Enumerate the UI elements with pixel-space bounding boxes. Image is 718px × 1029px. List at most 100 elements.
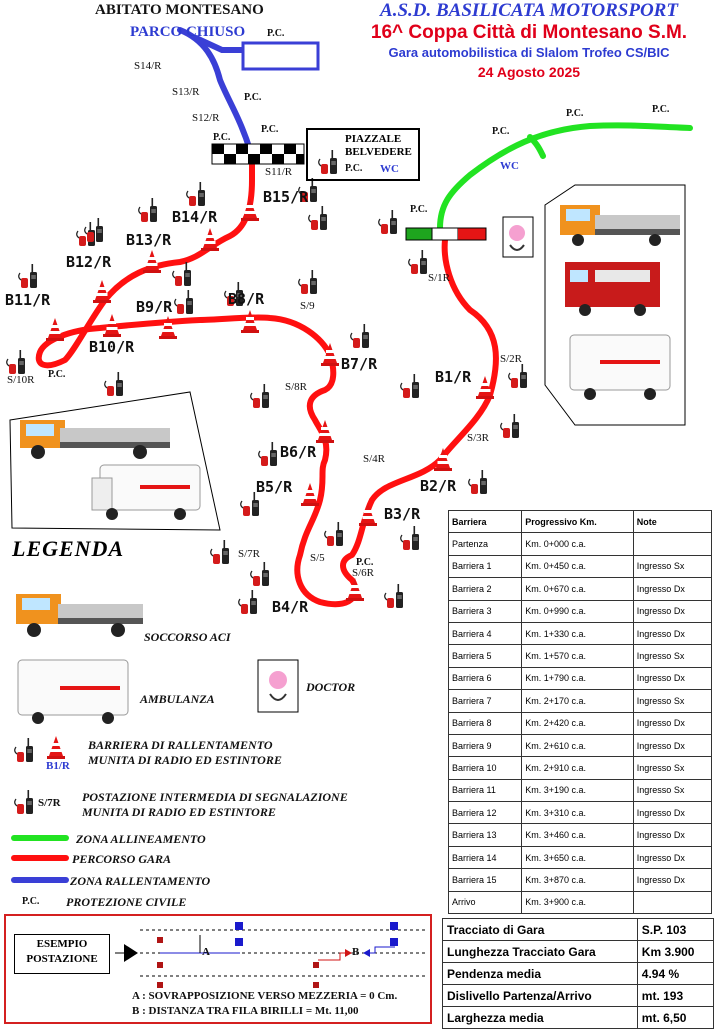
station-label-s14: S14/R <box>134 60 162 72</box>
doctor-icon-map <box>502 216 534 258</box>
barrier-label-b7: B7/R <box>341 355 378 373</box>
table-cell: Km. 0+990 c.a. <box>521 599 634 623</box>
station-label-s4: S/4R <box>363 453 386 465</box>
legend-doctor: DOCTOR <box>306 680 356 694</box>
table-cell: Arrivo <box>447 890 523 915</box>
barrier-label-b14: B14/R <box>172 208 218 226</box>
info-cell: Pendenza media <box>442 962 638 985</box>
table-cell: Ingresso Sx <box>632 689 713 713</box>
barrier-label-b2: B2/R <box>420 477 457 495</box>
pc-label: P.C. <box>48 369 66 380</box>
table-cell: Barriera 4 <box>447 621 523 646</box>
race-route <box>35 147 499 608</box>
barrier-label-b12: B12/R <box>66 253 112 271</box>
ambulance-illustration <box>91 464 201 520</box>
table-cell: Barriera 15 <box>447 868 523 892</box>
legend-postazione-tag: S/7R <box>38 797 61 809</box>
pc-label: P.C. <box>566 108 584 119</box>
table-cell: Km. 1+330 c.a. <box>521 621 634 646</box>
table-cell: Km. 3+650 c.a. <box>521 845 634 870</box>
station-label-s8: S/8R <box>285 381 308 393</box>
table-cell: Barriera 5 <box>447 644 523 668</box>
wc-label: WC <box>380 163 399 175</box>
table-cell: Km. 0+450 c.a. <box>521 554 634 579</box>
table-cell: Km. 3+870 c.a. <box>521 868 634 892</box>
barrier-label-b1: B1/R <box>435 368 472 386</box>
info-cell: Larghezza media <box>442 1006 638 1029</box>
abitato-label: ABITATO MONTESANO <box>95 2 264 18</box>
table-cell: Barriera 13 <box>447 823 523 847</box>
legend-title: LEGENDA <box>12 536 125 561</box>
table-cell: Ingresso Dx <box>632 868 713 892</box>
barrier-label-b9: B9/R <box>136 298 173 316</box>
table-cell: Barriera 9 <box>447 733 523 758</box>
table-cell: Km. 2+610 c.a. <box>521 733 634 758</box>
table-cell: Barriera 7 <box>447 689 523 713</box>
table-cell: Barriera 2 <box>447 577 523 601</box>
info-cell: Tracciato di Gara <box>442 918 638 941</box>
table-cell: Km. 3+900 c.a. <box>521 890 634 915</box>
table-cell: Ingresso Dx <box>632 621 713 646</box>
table-cell: Km. 1+790 c.a. <box>521 666 634 691</box>
table-cell: Ingresso Dx <box>632 599 713 623</box>
example-a-label: A <box>202 946 210 958</box>
table-cell: Barriera 14 <box>447 845 523 870</box>
table-cell: Barriera 11 <box>447 778 523 803</box>
legend-pc: P.C. <box>22 896 40 907</box>
station-label-s2: S/2R <box>500 353 523 365</box>
table-cell: Ingresso Dx <box>632 823 713 847</box>
table-cell: Ingresso Dx <box>632 577 713 601</box>
table-cell: Barriera 10 <box>447 756 523 780</box>
info-cell: S.P. 103 <box>636 918 715 941</box>
legend-doctor-icon <box>257 659 299 713</box>
example-note-b: B : DISTANZA TRA FILA BIRILLI = Mt. 11,0… <box>132 1005 359 1017</box>
info-cell: mt. 6,50 <box>636 1006 715 1029</box>
table-cell: Km. 0+670 c.a. <box>521 577 634 601</box>
barrier-label-b8: B8/R <box>228 290 265 308</box>
barrier-label-b15: B15/R <box>263 188 309 206</box>
station-label-s5: S/5 <box>310 552 325 564</box>
tow-truck-illustration-right <box>560 205 680 246</box>
legend-ambulanza: AMBULANZA <box>140 692 215 706</box>
ambulance-illustration-right <box>569 334 671 400</box>
barrier-label-b5: B5/R <box>256 478 293 496</box>
info-cell: mt. 193 <box>636 984 715 1007</box>
table-cell: Km. 3+190 c.a. <box>521 778 634 803</box>
event-title: 16^ Coppa Città di Montesano S.M. <box>370 22 688 43</box>
example-note-a: A : SOVRAPPOSIZIONE VERSO MEZZERIA = 0 C… <box>132 990 398 1002</box>
legend-zona-rallentamento: ZONA RALLENTAMENTO <box>70 874 211 888</box>
event-date: 24 Agosto 2025 <box>477 64 581 80</box>
legend-ambulance <box>17 659 129 724</box>
table-cell: Km. 2+170 c.a. <box>521 689 634 713</box>
table-cell: Partenza <box>447 532 523 556</box>
station-label-s13: S13/R <box>172 86 200 98</box>
info-cell: Lunghezza Tracciato Gara <box>442 940 638 963</box>
legend-percorso: PERCORSO GARA <box>72 852 172 866</box>
col-header: Progressivo Km. <box>521 509 634 534</box>
tow-truck-illustration <box>20 420 170 459</box>
pc-label: P.C. <box>492 126 510 137</box>
legend-soccorso: SOCCORSO ACI <box>144 630 231 644</box>
barrier-label-b4: B4/R <box>272 598 309 616</box>
